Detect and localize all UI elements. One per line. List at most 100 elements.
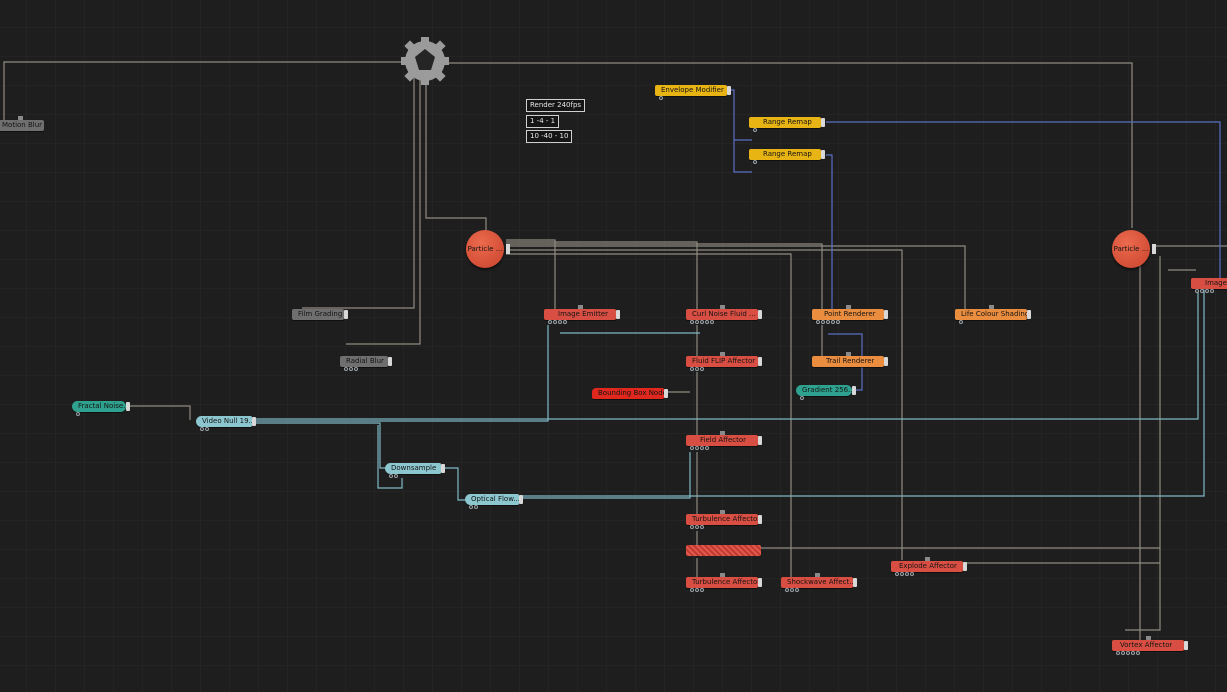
- node-output-handle[interactable]: [821, 118, 825, 127]
- node-optical-flow[interactable]: Optical Flow...: [465, 494, 523, 509]
- node-ports[interactable]: [1195, 289, 1214, 293]
- node-output-handle[interactable]: [853, 578, 857, 587]
- node-output-handle[interactable]: [758, 310, 762, 319]
- node-ports[interactable]: [753, 128, 757, 132]
- input-port[interactable]: [720, 305, 725, 309]
- input-port[interactable]: [989, 305, 994, 309]
- input-port[interactable]: [578, 305, 583, 309]
- node-ports[interactable]: [548, 320, 567, 324]
- node-output-handle[interactable]: [616, 310, 620, 319]
- node-turbulence-affector-2[interactable]: Turbulence Affector: [686, 573, 762, 592]
- node-label: Field Affector: [700, 436, 747, 444]
- node-ports[interactable]: [389, 474, 398, 478]
- input-port[interactable]: [846, 352, 851, 356]
- node-output-handle[interactable]: [963, 562, 967, 571]
- node-label: Particle ...: [1113, 245, 1149, 253]
- node-ports[interactable]: [690, 320, 714, 324]
- node-range-remap-2[interactable]: Range Remap: [749, 149, 825, 164]
- node-fractal-noise[interactable]: Fractal Noise...: [72, 401, 130, 416]
- node-label: Curl Noise Fluid ...: [692, 310, 756, 318]
- node-ports[interactable]: [690, 446, 709, 450]
- node-particle-system-1[interactable]: Particle ...: [466, 230, 510, 268]
- node-output-handle[interactable]: [1027, 310, 1031, 319]
- input-port[interactable]: [1146, 636, 1151, 640]
- node-vortex-affector[interactable]: Vortex Affector: [1112, 636, 1188, 655]
- input-port[interactable]: [815, 573, 820, 577]
- node-range-remap-1[interactable]: Range Remap: [749, 117, 825, 132]
- range-b-label: 10 -40 - 10: [526, 130, 573, 143]
- node-ports[interactable]: [200, 427, 209, 431]
- root-gear-icon[interactable]: [401, 37, 449, 85]
- input-port[interactable]: [925, 557, 930, 561]
- node-output-handle[interactable]: [252, 417, 256, 426]
- node-output-handle[interactable]: [852, 386, 856, 395]
- node-ports[interactable]: [753, 160, 757, 164]
- node-ports[interactable]: [659, 96, 663, 100]
- node-output-handle[interactable]: [884, 357, 888, 366]
- input-port[interactable]: [720, 573, 725, 577]
- node-label: Range Remap: [763, 118, 812, 126]
- node-image-emitter[interactable]: Image Emitter: [544, 305, 620, 324]
- node-disabled-hatched[interactable]: [686, 545, 761, 556]
- input-port[interactable]: [18, 116, 23, 120]
- node-label: Explode Affector: [899, 562, 957, 570]
- input-port[interactable]: [846, 305, 851, 309]
- node-ports[interactable]: [344, 367, 358, 371]
- node-label: Envelope Modifier: [661, 86, 724, 94]
- node-output-handle[interactable]: [1152, 244, 1156, 254]
- node-motion-blur[interactable]: Motion Blur: [0, 116, 44, 131]
- node-output-handle[interactable]: [664, 389, 668, 398]
- node-ports[interactable]: [690, 525, 704, 529]
- node-shockwave-affector[interactable]: Shockwave Affect...: [781, 573, 857, 592]
- node-field-affector[interactable]: Field Affector: [686, 431, 762, 450]
- node-label: Turbulence Affector: [692, 515, 761, 523]
- node-label: Image Emitter: [558, 310, 609, 318]
- node-ports[interactable]: [1116, 651, 1140, 655]
- input-port[interactable]: [720, 431, 725, 435]
- node-fluid-flip-affector[interactable]: Fluid FLIP Affector: [686, 352, 762, 371]
- node-radial-blur[interactable]: Radial Blur: [340, 356, 392, 371]
- node-turbulence-affector-1[interactable]: Turbulence Affector: [686, 510, 762, 529]
- node-film-grading[interactable]: Film Grading: [292, 309, 348, 320]
- node-particle-system-2[interactable]: Particle ...: [1112, 230, 1156, 268]
- node-image-right[interactable]: Image: [1191, 278, 1227, 293]
- node-output-handle[interactable]: [758, 578, 762, 587]
- node-trail-renderer[interactable]: Trail Renderer: [812, 352, 888, 367]
- node-ports[interactable]: [959, 320, 963, 324]
- node-label: Shockwave Affect...: [787, 578, 856, 586]
- input-port[interactable]: [720, 352, 725, 356]
- node-output-handle[interactable]: [519, 495, 523, 504]
- node-ports[interactable]: [800, 396, 804, 400]
- node-output-handle[interactable]: [758, 515, 762, 524]
- node-bounding-box[interactable]: Bounding Box Node: [592, 388, 668, 399]
- node-output-handle[interactable]: [126, 402, 130, 411]
- node-output-handle[interactable]: [758, 357, 762, 366]
- node-video-null[interactable]: Video Null 19...: [196, 416, 256, 431]
- node-ports[interactable]: [785, 588, 799, 592]
- node-ports[interactable]: [76, 412, 80, 416]
- node-output-handle[interactable]: [1184, 641, 1188, 650]
- node-envelope-modifier[interactable]: Envelope Modifier: [655, 85, 731, 100]
- node-downsample[interactable]: Downsample: [385, 463, 445, 478]
- node-output-handle[interactable]: [758, 436, 762, 445]
- node-output-handle[interactable]: [727, 86, 731, 95]
- node-output-handle[interactable]: [344, 310, 348, 319]
- input-port[interactable]: [720, 510, 725, 514]
- node-output-handle[interactable]: [821, 150, 825, 159]
- node-ports[interactable]: [690, 367, 704, 371]
- node-output-handle[interactable]: [441, 464, 445, 473]
- node-label: Turbulence Affector: [692, 578, 761, 586]
- node-explode-affector[interactable]: Explode Affector: [891, 557, 967, 576]
- node-output-handle[interactable]: [884, 310, 888, 319]
- node-ports[interactable]: [895, 572, 914, 576]
- node-output-handle[interactable]: [506, 244, 510, 254]
- node-ports[interactable]: [816, 320, 840, 324]
- node-ports[interactable]: [690, 588, 704, 592]
- node-life-colour-shading[interactable]: Life Colour Shading: [955, 305, 1031, 324]
- node-curl-noise-fluid[interactable]: Curl Noise Fluid ...: [686, 305, 762, 324]
- range-a-label: 1 -4 - 1: [526, 115, 560, 128]
- node-ports[interactable]: [469, 505, 478, 509]
- node-point-renderer[interactable]: Point Renderer: [812, 305, 888, 324]
- node-output-handle[interactable]: [388, 357, 392, 366]
- node-gradient[interactable]: Gradient 256...: [796, 385, 856, 400]
